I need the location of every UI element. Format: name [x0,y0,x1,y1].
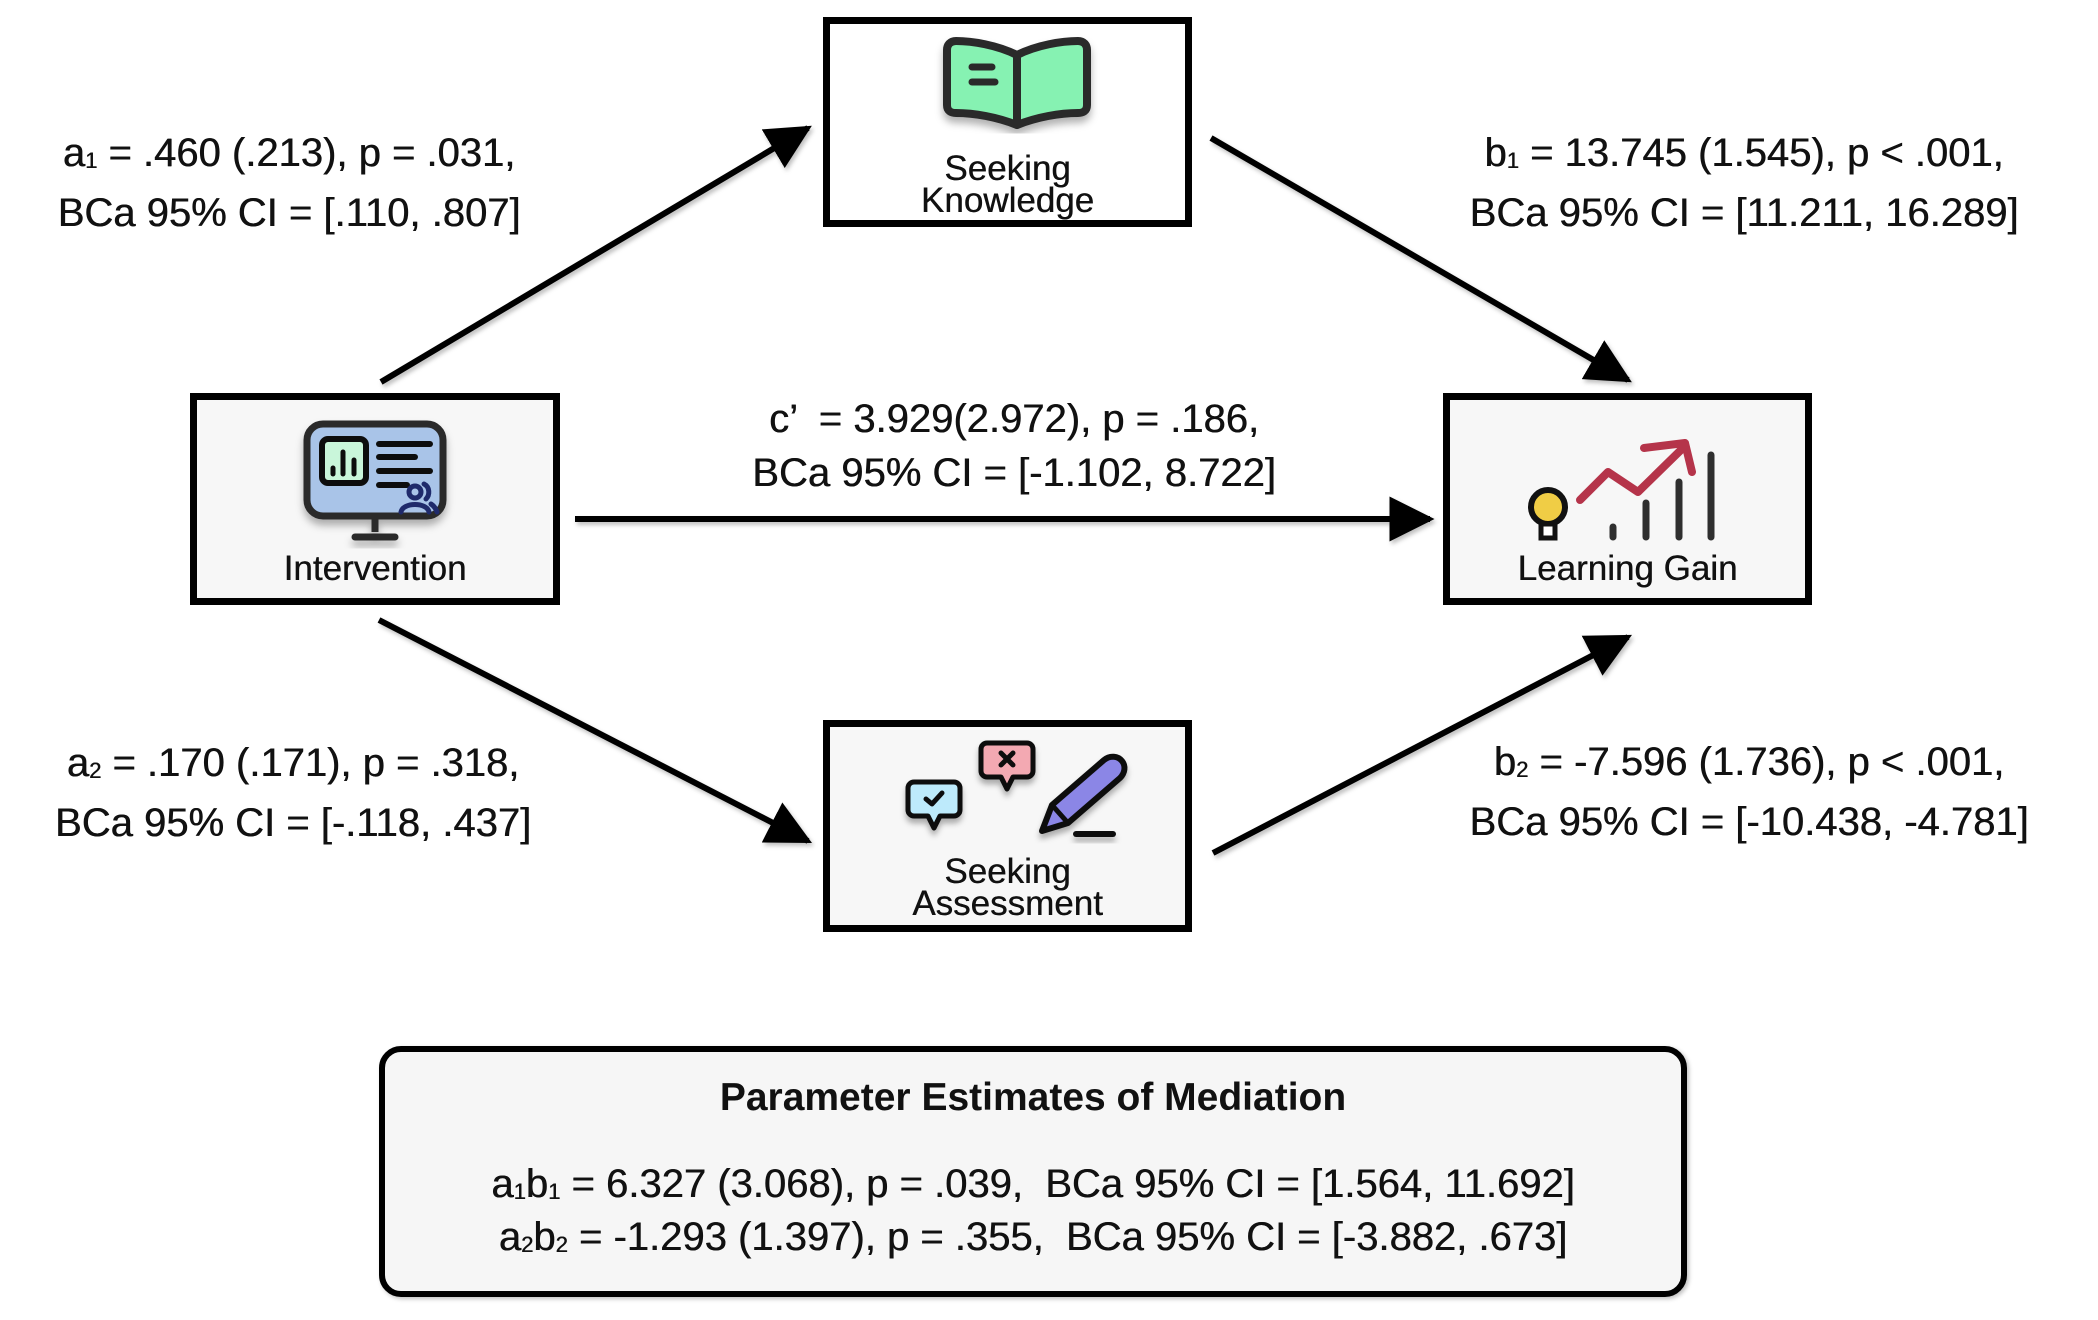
label-line1: b1 = 13.745 (1.545), p < .001, [1484,131,2004,175]
label-line2: BCa 95% CI = [.110, .807] [57,191,521,235]
open-book-icon [943,37,1091,129]
indirect-effect-row: a2b2 = -1.293 (1.397), p = .355, BCa 95%… [498,1215,1568,1259]
label-line1: a1 = .460 (.213), p = .031, [62,131,516,175]
node-label: Learning Gain [1517,549,1738,588]
node-label-line1: Seeking [944,852,1071,891]
label-path-b1: b1 = 13.745 (1.545), p < .001, BCa 95% C… [1470,126,2019,240]
label-line1: c’ = 3.929(2.972), p = .186, [769,397,1259,441]
mediation-estimates-panel: Parameter Estimates of Mediation a1b1 = … [379,1046,1687,1297]
growth-chart-icon [1528,439,1715,541]
node-label-line2: Assessment [912,884,1103,923]
label-path-a2: a2 = .170 (.171), p = .318, BCa 95% CI =… [55,736,531,850]
label-path-a1: a1 = .460 (.213), p = .031, BCa 95% CI =… [58,126,521,240]
indirect-effect-row: a1b1 = 6.327 (3.068), p = .039, BCa 95% … [491,1162,1575,1206]
label-line2: BCa 95% CI = [-10.438, -4.781] [1469,800,2029,844]
arrow-b1 [1209,135,1632,383]
arrow-b2 [1211,634,1632,856]
trend-arrow-icon [1576,439,1696,504]
node-intervention: Intervention [190,393,560,605]
panel-title: Parameter Estimates of Mediation [719,1076,1347,1119]
node-seeking-assessment: Seeking Assessment [823,720,1192,932]
people-icon [398,481,440,515]
label-line2: BCa 95% CI = [11.211, 16.289] [1469,191,2019,235]
node-learning-gain: Learning Gain [1443,393,1812,605]
label-path-b2: b2 = -7.596 (1.736), p < .001, BCa 95% C… [1469,735,2028,849]
node-label: Intervention [283,549,467,588]
label-line1: a2 = .170 (.171), p = .318, [66,741,520,785]
check-bubble-icon [905,779,963,831]
lightbulb-icon [1528,487,1568,541]
feedback-pencil-icon [905,740,1128,837]
label-line1: b2 = -7.596 (1.736), p < .001, [1493,740,2005,784]
arrow-a1 [379,125,812,385]
bar-chart-icon [1609,451,1715,541]
label-path-c-prime: c’ = 3.929(2.972), p = .186, BCa 95% CI … [752,392,1276,500]
node-seeking-knowledge: Seeking Knowledge [823,17,1192,227]
node-label-line1: Seeking [944,149,1071,188]
arrow-a2 [377,617,813,844]
pencil-icon [1039,753,1128,837]
presentation-monitor-icon [303,420,447,541]
node-label-line2: Knowledge [920,181,1095,220]
label-line2: BCa 95% CI = [-.118, .437] [54,801,532,845]
cross-bubble-icon [978,740,1036,792]
label-line2: BCa 95% CI = [-1.102, 8.722] [752,451,1276,495]
